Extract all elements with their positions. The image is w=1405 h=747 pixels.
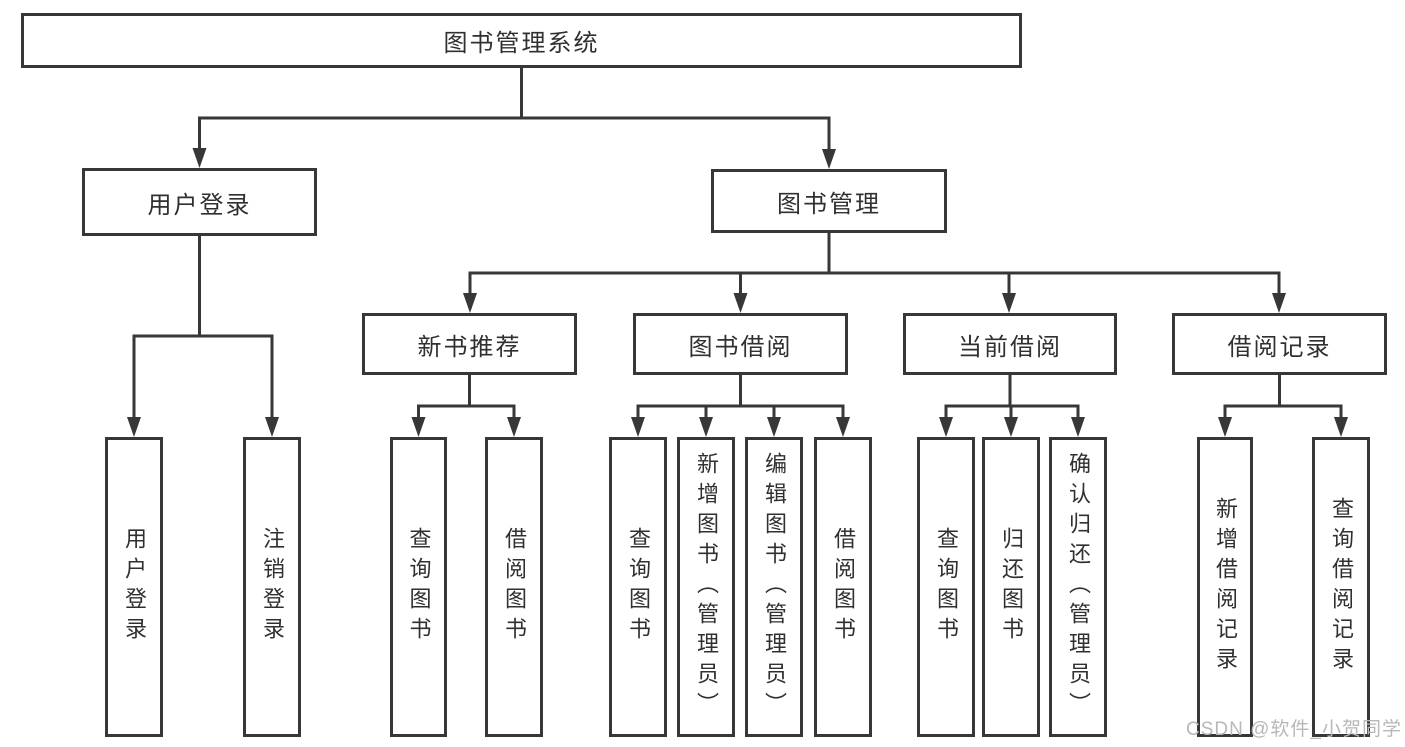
leaf-add-borrow-record: 新增借阅记录 <box>1197 437 1253 737</box>
leaf-label: 用户登录 <box>122 527 147 647</box>
arrow-down-icon <box>939 417 953 437</box>
leaf-label: 确认归还（管理员） <box>1066 452 1091 722</box>
leaf-label: 新增借阅记录 <box>1213 497 1238 677</box>
arrow-down-icon <box>411 417 426 437</box>
leaf-query-books-borrowing: 查询图书 <box>609 437 667 737</box>
node-book-borrowing: 图书借阅 <box>633 313 848 375</box>
leaf-add-books-admin: 新增图书（管理员） <box>677 437 735 737</box>
leaf-label: 查询图书 <box>406 527 432 647</box>
arrow-down-icon <box>192 148 207 168</box>
node-label: 当前借阅 <box>958 333 1062 361</box>
leaf-label: 借阅图书 <box>831 527 856 647</box>
leaf-query-books-current: 查询图书 <box>917 437 975 737</box>
leaf-label: 查询图书 <box>934 527 959 647</box>
node-current-borrowing: 当前借阅 <box>903 313 1117 375</box>
leaf-user-login: 用户登录 <box>105 437 163 737</box>
node-label: 新书推荐 <box>417 333 522 361</box>
node-label: 图书管理系统 <box>443 30 600 57</box>
leaf-label: 编辑图书（管理员） <box>762 452 787 722</box>
leaf-borrow-books-recommendation: 借阅图书 <box>485 437 543 737</box>
leaf-label: 借阅图书 <box>502 527 527 647</box>
leaf-logout: 注销登录 <box>243 437 301 737</box>
leaf-edit-books-admin: 编辑图书（管理员） <box>745 437 803 737</box>
leaf-label: 查询图书 <box>626 527 651 647</box>
watermark-text: CSDN @软件_小贺同学 <box>1186 719 1402 740</box>
node-new-book-recommendation: 新书推荐 <box>362 313 577 375</box>
arrow-down-icon <box>1334 417 1348 437</box>
arrow-down-icon <box>1002 293 1016 313</box>
arrow-down-icon <box>127 417 141 437</box>
arrow-down-icon <box>733 293 748 313</box>
node-book-management: 图书管理 <box>711 169 947 233</box>
leaf-label: 查询借阅记录 <box>1329 497 1354 677</box>
arrow-down-icon <box>836 417 850 437</box>
arrow-down-icon <box>265 417 279 437</box>
arrow-down-icon <box>1071 417 1085 437</box>
leaf-label: 归还图书 <box>999 527 1024 647</box>
arrow-down-icon <box>1004 417 1018 437</box>
arrow-down-icon <box>1218 417 1232 437</box>
arrow-down-icon <box>463 293 477 313</box>
arrow-down-icon <box>822 149 836 169</box>
arrow-down-icon <box>767 417 781 437</box>
arrow-down-icon <box>631 417 645 437</box>
leaf-label: 注销登录 <box>260 527 285 647</box>
node-label: 图书借阅 <box>688 333 793 361</box>
leaf-label: 新增图书（管理员） <box>694 452 719 722</box>
arrow-down-icon <box>1272 293 1286 313</box>
leaf-query-borrow-record: 查询借阅记录 <box>1312 437 1370 737</box>
arrow-down-icon <box>699 417 713 437</box>
leaf-return-books: 归还图书 <box>982 437 1040 737</box>
node-library-management-system: 图书管理系统 <box>21 13 1022 68</box>
node-label: 图书管理 <box>777 190 881 218</box>
node-label: 用户登录 <box>147 191 252 219</box>
node-user-login-branch: 用户登录 <box>82 168 317 236</box>
node-label: 借阅记录 <box>1227 333 1332 361</box>
node-borrowing-records: 借阅记录 <box>1172 313 1387 375</box>
leaf-confirm-return-admin: 确认归还（管理员） <box>1049 437 1107 737</box>
leaf-query-books-recommendation: 查询图书 <box>390 437 447 737</box>
leaf-borrow-books: 借阅图书 <box>814 437 872 737</box>
arrow-down-icon <box>507 417 521 437</box>
